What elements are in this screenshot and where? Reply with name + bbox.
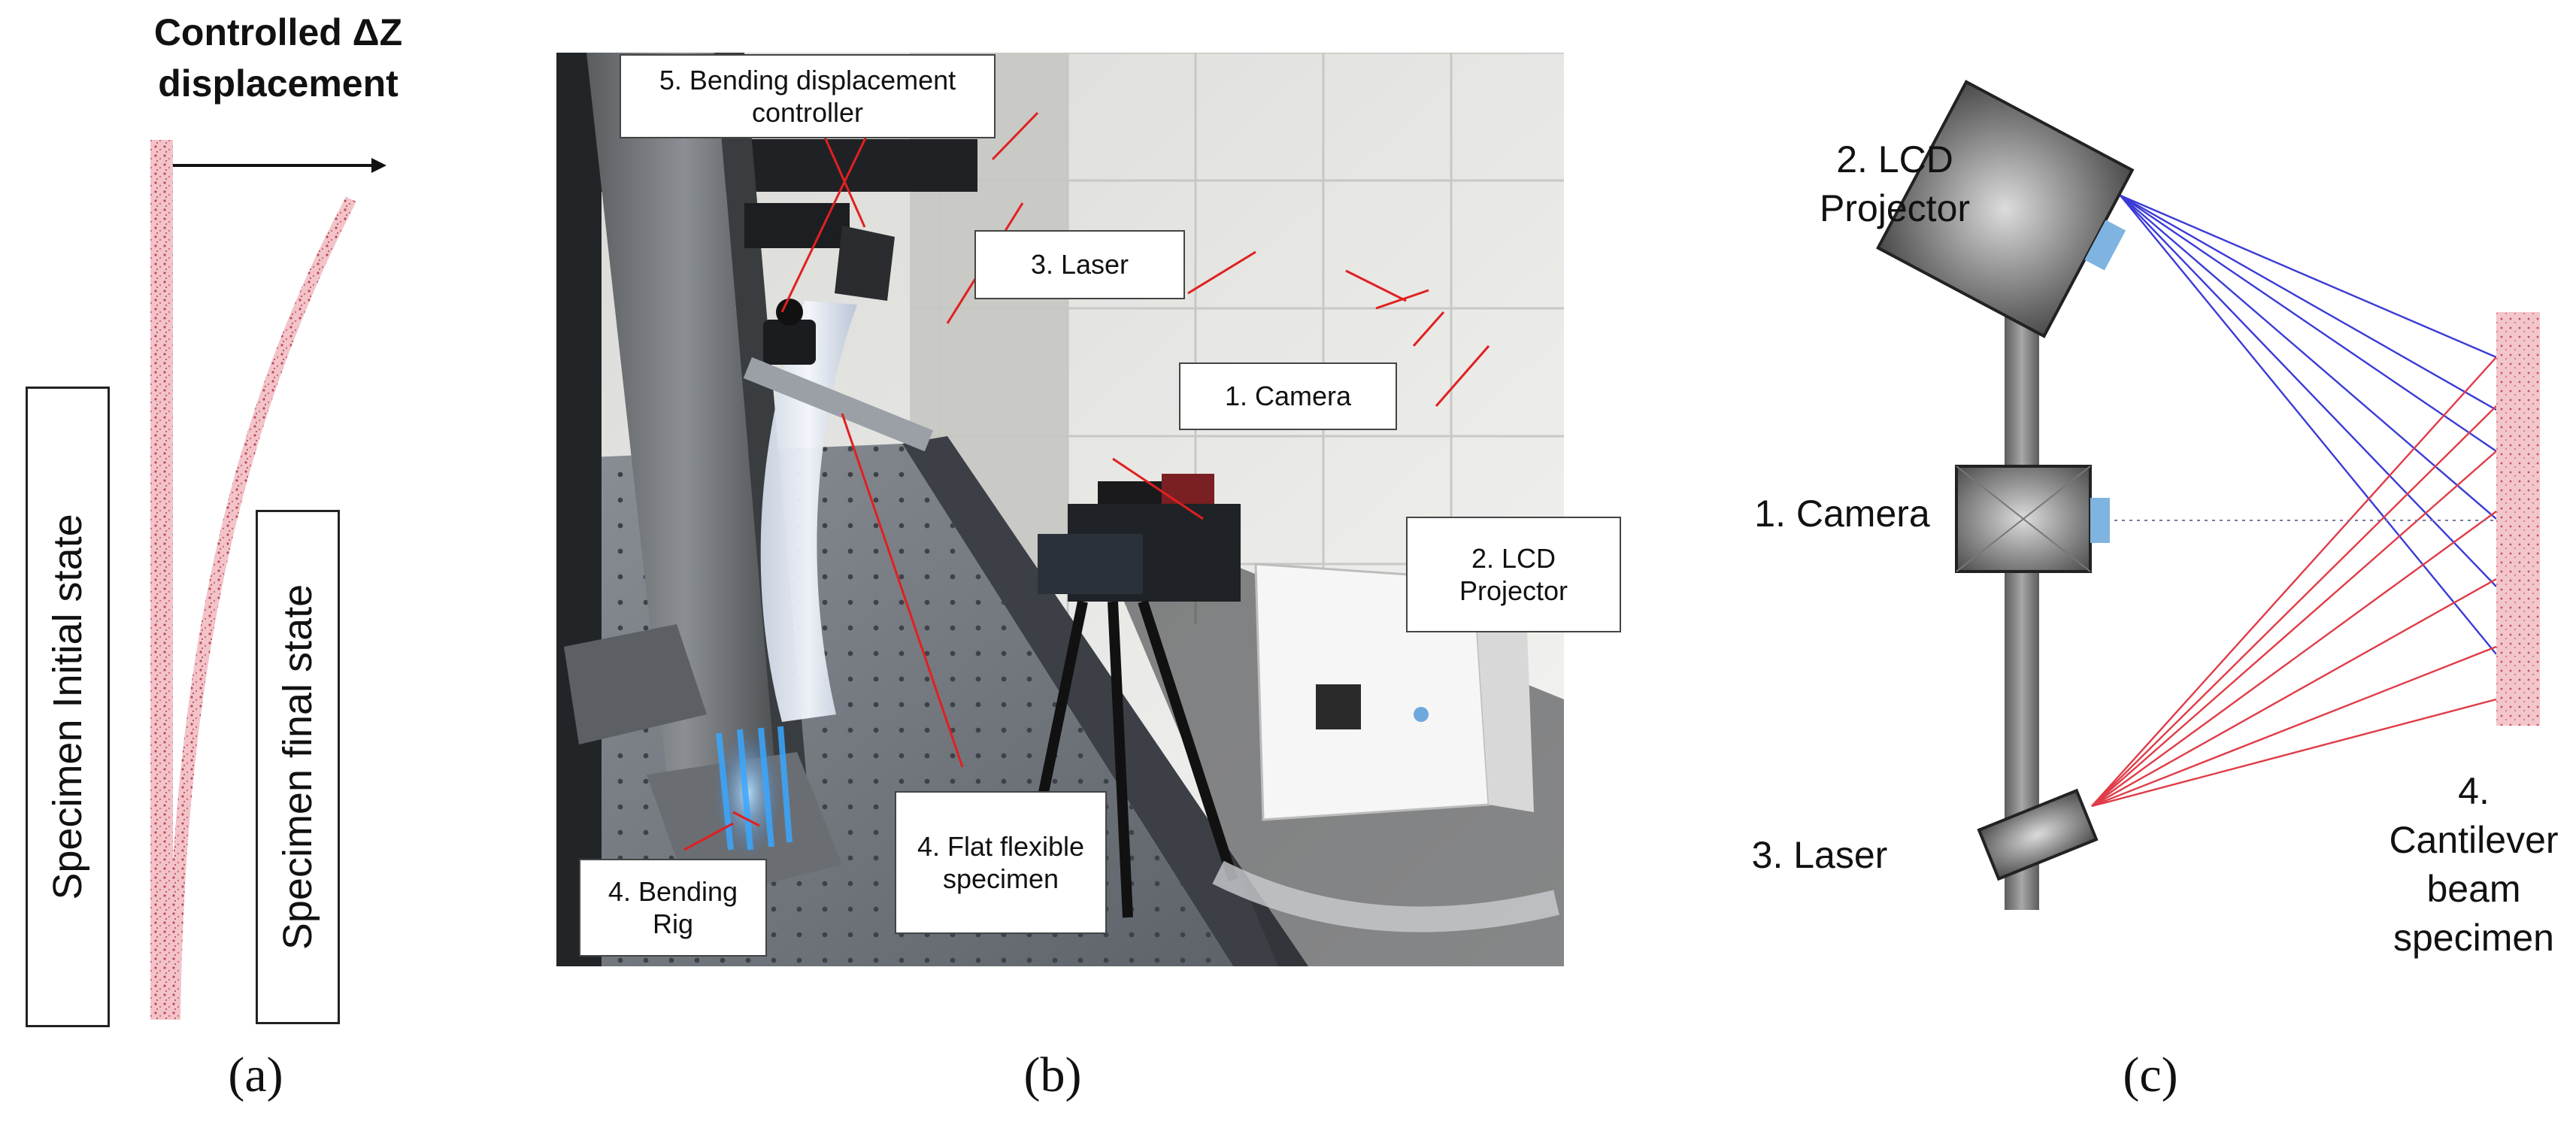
caption-a: (a) bbox=[228, 1048, 283, 1102]
label-controller-text: 5. Bending displacement controller bbox=[659, 64, 956, 128]
panel-a-title: Controlled ΔZ displacement bbox=[153, 11, 403, 105]
final-state-label: Specimen final state bbox=[275, 584, 320, 951]
caption-b: (b) bbox=[1023, 1048, 1082, 1102]
initial-state-box: Specimen Initial state bbox=[26, 387, 110, 1027]
camera-device bbox=[1955, 465, 2110, 573]
bent-specimen bbox=[167, 197, 356, 1020]
label-camera-text: 1. Camera bbox=[1224, 381, 1352, 412]
label-laser: 3. Laser bbox=[974, 230, 1185, 299]
label-c-projector: 2. LCD Projector bbox=[1819, 138, 1971, 229]
label-rig: 4. Bending Rig bbox=[579, 859, 767, 957]
label-laser-text: 3. Laser bbox=[1030, 249, 1129, 280]
panel-b: 5. Bending displacement controller 3. La… bbox=[556, 53, 1621, 1102]
panel-a: Controlled ΔZ displacement Specimen Init… bbox=[0, 0, 466, 1124]
pointer-lines bbox=[683, 108, 1490, 851]
final-state-box: Specimen final state bbox=[256, 510, 340, 1024]
laser-device bbox=[1977, 788, 2099, 881]
projector-device bbox=[1876, 80, 2135, 338]
label-projector: 2. LCD Projector bbox=[1406, 517, 1621, 632]
panel-a-figure bbox=[150, 140, 386, 1020]
label-controller: 5. Bending displacement controller bbox=[620, 54, 996, 138]
label-camera: 1. Camera bbox=[1179, 362, 1397, 430]
schematic bbox=[1876, 80, 2540, 910]
initial-state-label: Specimen Initial state bbox=[45, 514, 90, 900]
laser-rays bbox=[2091, 356, 2497, 808]
label-specimen: 4. Flat flexible specimen bbox=[895, 791, 1107, 934]
initial-specimen bbox=[150, 140, 173, 1020]
label-projector-text: 2. LCD Projector bbox=[1459, 542, 1568, 606]
caption-c: (c) bbox=[2123, 1048, 2178, 1102]
label-c-camera: 1. Camera bbox=[1754, 493, 1930, 535]
label-rig-text: 4. Bending Rig bbox=[608, 875, 738, 939]
label-c-laser: 3. Laser bbox=[1751, 834, 1888, 876]
panel-c: 2. LCD Projector 1. Camera 3. Laser 4. C… bbox=[1669, 0, 2576, 1124]
label-c-specimen: 4. Cantilever beam specimen bbox=[2389, 770, 2559, 959]
displacement-arrow bbox=[155, 158, 386, 173]
cantilever-specimen bbox=[2496, 312, 2540, 726]
setup-photo bbox=[556, 53, 1564, 966]
projector-rays bbox=[2120, 194, 2497, 655]
label-specimen-text: 4. Flat flexible specimen bbox=[917, 830, 1085, 894]
